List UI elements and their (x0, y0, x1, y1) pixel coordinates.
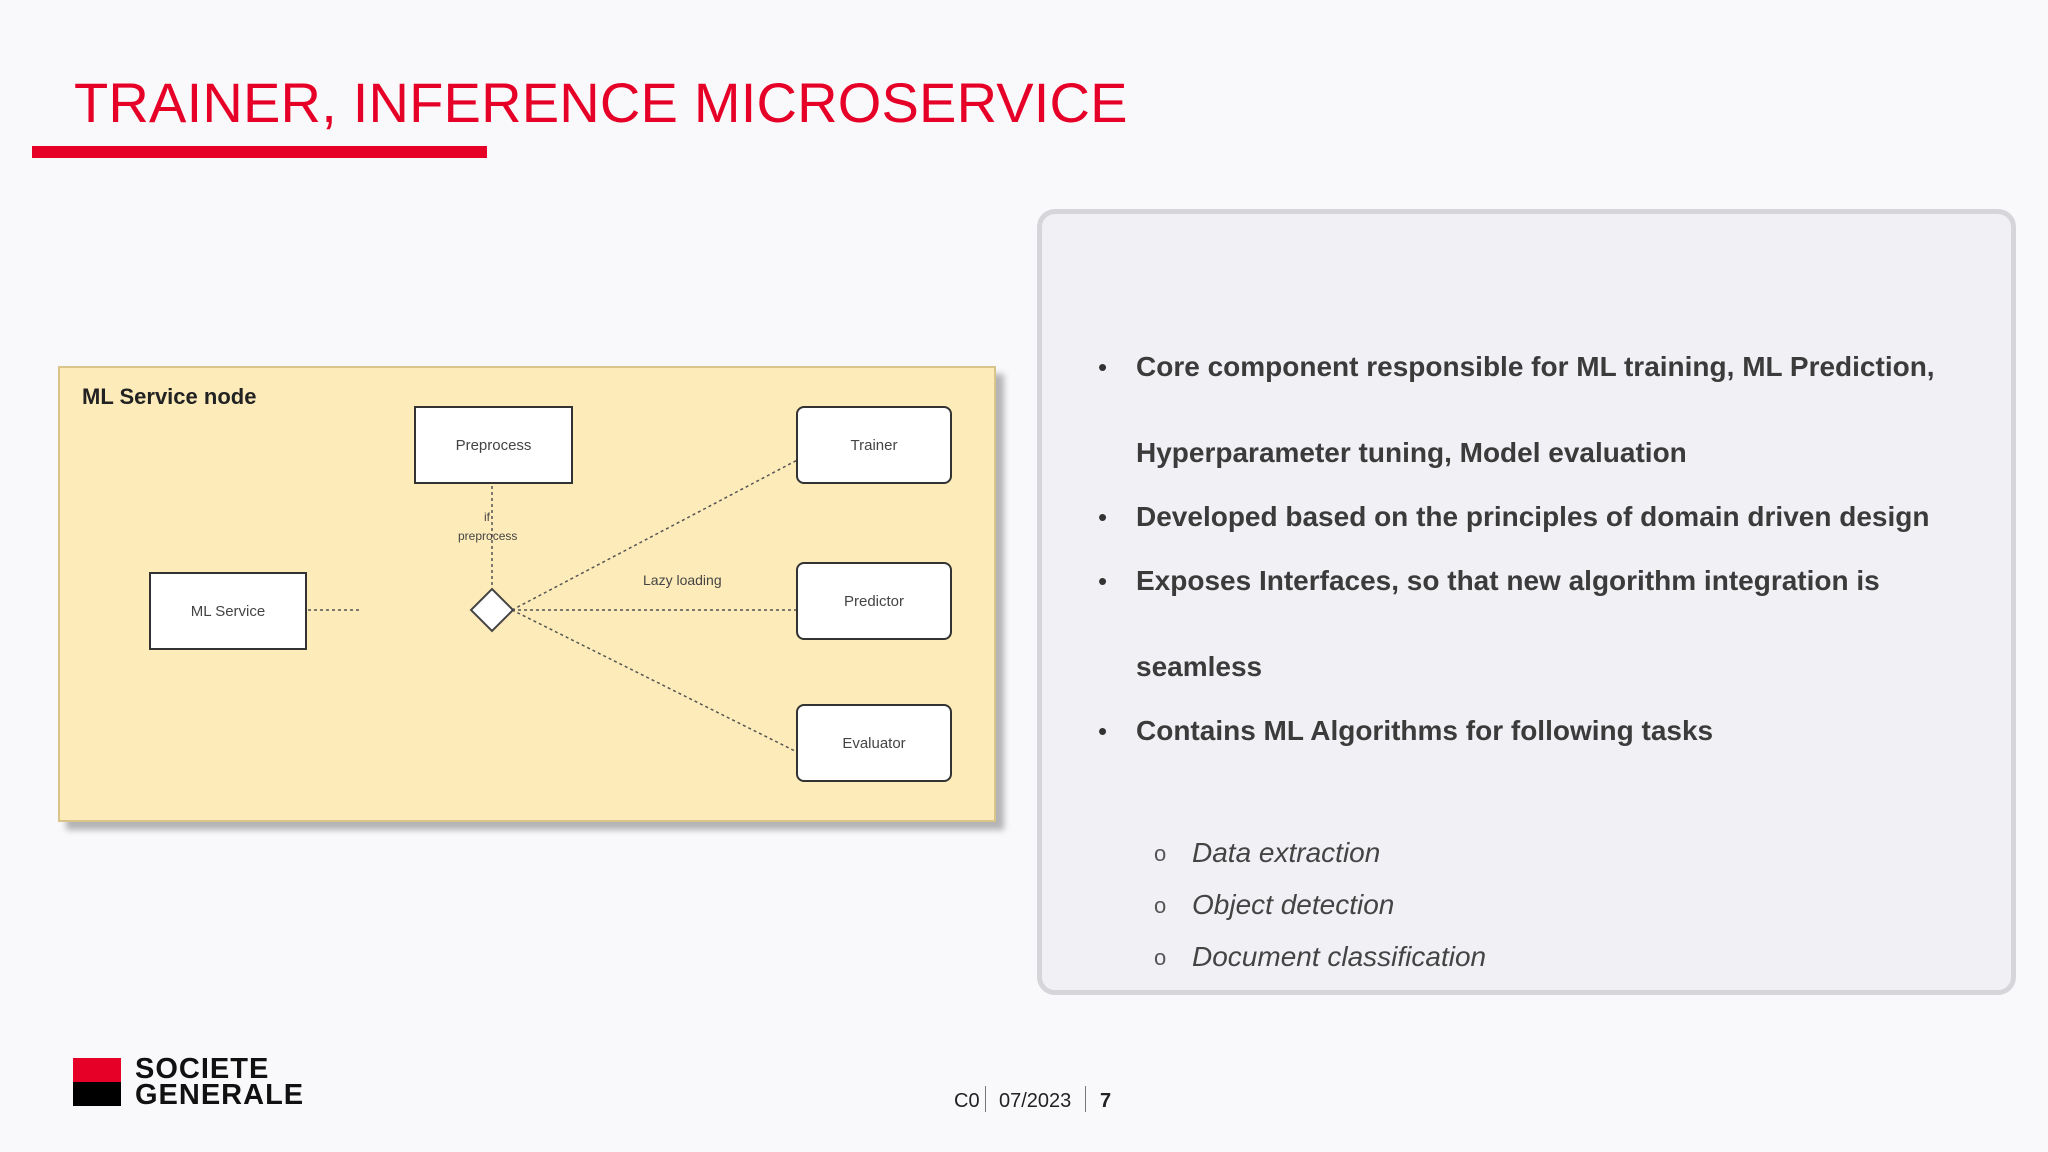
bullet-text: seamless (1136, 651, 1263, 682)
ml-service-box-label: ML Service (190, 602, 266, 620)
bullet-glyph: • (1098, 716, 1108, 746)
logo-line-2: GENERALE (135, 1079, 305, 1111)
edge-label-if: if (484, 510, 490, 524)
edge-label-lazy-loading: Lazy loading (643, 572, 722, 588)
bullet-glyph: • (1098, 502, 1108, 532)
bullet-text: Hyperparameter tuning, Model evaluation (1136, 437, 1687, 468)
sub-bullet-text: Document classification (1192, 941, 1487, 972)
title-underline (32, 146, 487, 158)
bullet-item: • Developed based on the principles of d… (1098, 498, 1998, 536)
preprocess-box: Preprocess (414, 406, 573, 484)
bullet-list: • Core component responsible for ML trai… (1098, 348, 1998, 776)
bullet-text: Core component responsible for ML traini… (1136, 351, 1935, 382)
preprocess-box-label: Preprocess (455, 436, 532, 454)
logo-line-1: SOCIETE (135, 1053, 270, 1085)
page-number: 7 (1100, 1090, 1112, 1112)
sub-bullet-glyph: o (1154, 893, 1167, 918)
bullet-item: • Contains ML Algorithms for following t… (1098, 712, 1998, 750)
info-panel: • Core component responsible for ML trai… (1037, 209, 2016, 995)
bullet-glyph: • (1098, 352, 1108, 382)
footer-classification: C0 (954, 1090, 980, 1112)
logo-wordmark: SOCIETE GENERALE (135, 1053, 305, 1111)
predictor-box: Predictor (796, 562, 952, 640)
footer-separator (985, 1086, 986, 1112)
ml-service-box: ML Service (149, 572, 307, 650)
connector-evaluator (511, 609, 806, 757)
sub-bullet-glyph: o (1154, 945, 1167, 970)
bullet-text: Developed based on the principles of dom… (1136, 501, 1930, 532)
bullet-glyph: • (1098, 566, 1108, 596)
evaluator-box-label: Evaluator (842, 734, 906, 752)
diagram-connectors (290, 455, 806, 757)
ml-service-node-diagram: ML Service node Preprocess ML Service Tr… (58, 366, 996, 822)
bullet-item: • Exposes Interfaces, so that new algori… (1098, 562, 1998, 686)
logo-mark-icon (73, 1058, 121, 1106)
bullet-text: Contains ML Algorithms for following tas… (1136, 715, 1714, 746)
edge-label-preprocess: preprocess (458, 529, 518, 543)
slide-title: TRAINER, INFERENCE MICROSERVICE (74, 71, 1128, 134)
evaluator-box: Evaluator (796, 704, 952, 782)
bullet-text: Exposes Interfaces, so that new algorith… (1136, 565, 1880, 596)
bullet-item: • Core component responsible for ML trai… (1098, 348, 1998, 472)
connector-trainer (511, 455, 806, 611)
sub-bullet-text: Object detection (1192, 889, 1395, 920)
trainer-box-label: Trainer (850, 436, 898, 454)
decision-diamond (469, 587, 515, 633)
node-title: ML Service node (82, 384, 257, 409)
sub-bullet-glyph: o (1154, 841, 1167, 866)
predictor-box-label: Predictor (843, 592, 905, 610)
trainer-box: Trainer (796, 406, 952, 484)
sub-bullet-text: Data extraction (1192, 837, 1381, 868)
footer-separator (1085, 1086, 1086, 1112)
footer-date: 07/2023 (999, 1090, 1072, 1112)
